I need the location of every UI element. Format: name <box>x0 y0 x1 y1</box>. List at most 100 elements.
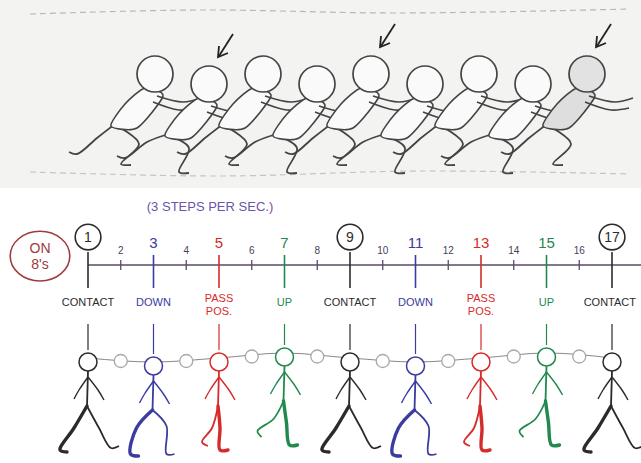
figure-arm <box>585 102 629 110</box>
circled-key-frame: 9 <box>336 223 364 251</box>
pose-label: CONTACT <box>62 296 114 309</box>
figure-leg <box>177 124 223 154</box>
walking-figure <box>60 324 119 452</box>
figure-arm <box>533 372 547 394</box>
pose-label: UP <box>277 296 292 309</box>
figure-arm <box>154 381 170 404</box>
key-frame-number: 11 <box>408 234 424 251</box>
key-leader <box>415 324 416 354</box>
pointer-arrowhead <box>596 36 606 47</box>
pushing-figure <box>501 24 633 165</box>
key-leader <box>284 324 285 345</box>
figure-leg <box>60 406 87 452</box>
figure-head <box>472 353 490 371</box>
figure-torso <box>327 88 379 130</box>
node-text: 9 <box>346 229 354 245</box>
sketch-paper <box>0 0 641 188</box>
figure-torso <box>219 88 271 130</box>
walking-figure <box>519 324 562 446</box>
figure-torso <box>165 98 217 140</box>
figure-arm <box>285 372 301 395</box>
figure-leg <box>549 126 571 165</box>
figure-torso <box>381 98 433 140</box>
figure-leg <box>387 136 405 173</box>
figure-torso <box>153 375 154 410</box>
walk-cycle <box>60 324 641 456</box>
figure-leg <box>87 406 119 448</box>
figure-arm <box>74 377 88 399</box>
figure-leg <box>392 410 415 456</box>
key-leader <box>87 324 88 350</box>
inbetween-head <box>114 355 127 368</box>
figure-leg <box>441 134 493 158</box>
key-frame-line <box>349 252 351 288</box>
walking-figure <box>202 324 235 451</box>
inbetween-head <box>573 350 586 363</box>
node-text: ON 8's <box>23 240 57 272</box>
key-frame-number: 5 <box>215 234 223 251</box>
node-border <box>75 224 101 250</box>
frame-tick <box>317 260 318 270</box>
figure-torso <box>218 371 219 406</box>
figure-torso <box>284 366 285 401</box>
node-border <box>337 224 363 250</box>
rate-note: (3 STEPS PER SEC.) <box>147 200 273 215</box>
figure-leg <box>117 134 169 158</box>
key-frame-line <box>218 255 220 288</box>
figure-arm <box>416 381 432 404</box>
key-frame-number: 15 <box>538 234 555 251</box>
figure-arm <box>205 377 219 399</box>
pointer-arrow <box>219 34 233 56</box>
figure-head <box>407 66 443 102</box>
figure-torso <box>611 371 612 406</box>
pose-label: CONTACT <box>584 296 636 309</box>
key-frame-line <box>480 255 482 288</box>
figure-leg <box>480 406 490 451</box>
figure-arm <box>88 377 104 400</box>
walking-figure <box>130 324 175 456</box>
guide-line <box>30 9 630 14</box>
key-leader <box>218 324 219 350</box>
figure-arm <box>547 372 563 395</box>
figure-head <box>276 348 294 366</box>
walking-figure <box>464 324 497 451</box>
figure-leg <box>257 401 283 437</box>
figure-torso <box>349 371 350 406</box>
pose-label: CONTACT <box>324 296 376 309</box>
figure-head <box>603 353 621 371</box>
key-frame-number: 7 <box>280 234 288 251</box>
walking-figure <box>322 324 381 452</box>
figure-head <box>137 56 173 92</box>
frame-tick <box>579 260 580 270</box>
figure-arm <box>336 377 350 399</box>
node-text: 17 <box>604 229 620 245</box>
key-frame-line <box>415 255 417 288</box>
figure-torso <box>543 88 595 130</box>
key-frame-number: 13 <box>473 234 490 251</box>
figure-head <box>569 56 605 92</box>
key-leader <box>611 324 612 350</box>
figure-head <box>461 56 497 92</box>
walking-figure <box>257 324 300 446</box>
figure-leg <box>285 124 331 154</box>
frame-tick <box>186 260 187 270</box>
inbetween-head <box>311 350 324 363</box>
figure-leg <box>279 136 297 173</box>
node-border <box>599 224 625 250</box>
figure-leg <box>611 406 641 448</box>
node-text: 1 <box>84 229 92 245</box>
frame-number: 4 <box>183 245 189 257</box>
pose-label: PASS POS. <box>200 292 238 317</box>
inbetween-head <box>507 350 520 363</box>
frame-tick <box>251 260 252 270</box>
frame-number: 6 <box>249 245 255 257</box>
frame-number: 8 <box>314 245 320 257</box>
frame-tick <box>448 260 449 270</box>
key-frame-number: 3 <box>149 234 157 251</box>
figure-leg <box>171 136 189 173</box>
inbetween-head <box>442 355 455 368</box>
figure-leg <box>218 406 228 451</box>
figure-torso <box>87 371 88 406</box>
